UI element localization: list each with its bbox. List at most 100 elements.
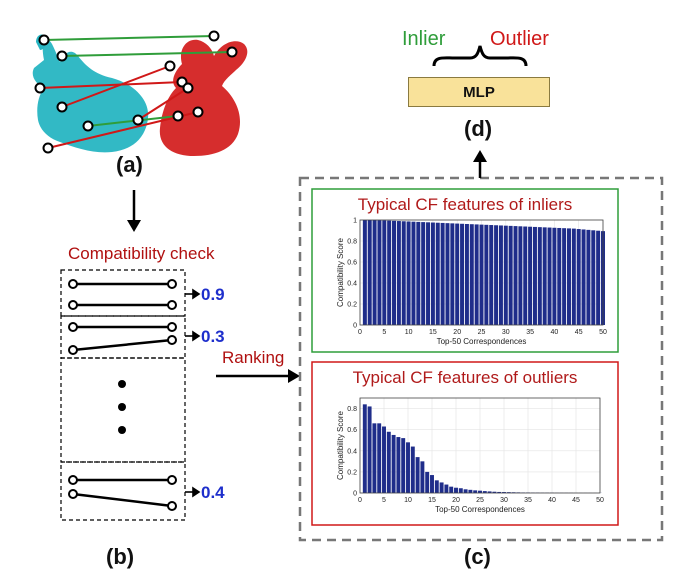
panel-b-label: (b) [106, 544, 135, 569]
x-tick-label: 25 [478, 329, 486, 336]
mlp-box: MLP [408, 77, 550, 107]
bar [449, 486, 454, 493]
keypoint [38, 34, 50, 46]
bar [537, 227, 542, 325]
x-tick-label: 35 [526, 329, 534, 336]
bar [508, 225, 513, 325]
bar [518, 226, 523, 325]
bar [562, 228, 567, 325]
pair-box-1 [60, 269, 186, 317]
pair-box-ellipsis [60, 357, 186, 463]
x-tick-label: 15 [428, 497, 436, 504]
bar [367, 220, 372, 325]
score-2: 0.3 [201, 327, 225, 346]
outlier-label: Outlier [490, 28, 549, 50]
x-axis-label: Top-50 Correspondences [437, 337, 527, 346]
panel-c-label: (c) [464, 544, 491, 569]
bar [523, 226, 528, 325]
x-tick-label: 0 [358, 497, 362, 504]
bar [542, 227, 547, 325]
bar [576, 229, 581, 325]
compatibility-check-title: Compatibility check [68, 244, 215, 263]
x-tick-label: 25 [476, 497, 484, 504]
y-tick-label: 0.8 [347, 239, 357, 246]
bar [450, 223, 455, 325]
red-correspondence-line [137, 87, 189, 121]
bar [586, 229, 591, 325]
bar [406, 442, 410, 493]
ranking-label: Ranking [222, 348, 285, 367]
x-tick-label: 0 [358, 329, 362, 336]
bar [406, 221, 411, 325]
x-tick-label: 40 [548, 497, 556, 504]
y-axis-label: Compatibility Score [336, 237, 345, 306]
y-tick-label: 0 [353, 323, 357, 330]
bar [468, 489, 473, 493]
y-tick-label: 0.4 [347, 281, 357, 288]
x-tick-label: 45 [575, 329, 583, 336]
pair-endpoints [68, 279, 177, 511]
panel-d-label: (d) [464, 116, 493, 141]
bar [494, 225, 499, 325]
bar [566, 228, 571, 325]
bar [382, 426, 386, 493]
bar [552, 227, 557, 325]
green-correspondence-line [61, 51, 233, 57]
y-tick-label: 0.2 [347, 469, 357, 476]
y-tick-label: 0.6 [347, 427, 357, 434]
bar [469, 224, 474, 325]
keypoint [56, 50, 68, 62]
bar [482, 491, 487, 493]
x-tick-label: 5 [382, 497, 386, 504]
bar [581, 229, 586, 325]
bar [513, 226, 518, 325]
bar [478, 490, 482, 493]
bar [401, 221, 406, 325]
red-correspondence-line [39, 81, 183, 89]
keypoint [132, 114, 144, 126]
bar [425, 471, 430, 493]
bar [445, 223, 450, 325]
keypoint [82, 120, 94, 132]
bar [421, 222, 426, 325]
bunny-cyan [32, 34, 149, 153]
pair-box-3 [60, 461, 186, 521]
bar [392, 220, 397, 325]
keypoint [172, 110, 184, 122]
bar [416, 221, 421, 325]
bar [571, 228, 576, 325]
arrow-c-to-d [473, 150, 487, 178]
y-tick-label: 0.2 [347, 302, 357, 309]
x-tick-label: 20 [452, 497, 460, 504]
bar [591, 230, 596, 325]
y-tick-label: 0.8 [347, 406, 357, 413]
bar [372, 423, 377, 493]
keypoint [42, 142, 54, 154]
score-1: 0.9 [201, 285, 225, 304]
keypoint [182, 82, 194, 94]
bar [474, 224, 479, 325]
bar [532, 226, 537, 325]
keypoints [34, 30, 238, 154]
y-tick-label: 1 [353, 218, 357, 225]
x-axis-label: Top-50 Correspondences [435, 505, 525, 514]
bar [382, 220, 387, 325]
bar [487, 491, 492, 493]
bar [464, 223, 469, 325]
bar [362, 404, 367, 493]
pair-box-2 [60, 315, 186, 359]
bar [454, 487, 458, 493]
bar [489, 225, 494, 325]
bar [484, 224, 489, 325]
x-tick-label: 45 [572, 497, 580, 504]
bar [497, 491, 502, 493]
keypoint [226, 46, 238, 58]
bar [411, 221, 416, 325]
bar [439, 482, 444, 493]
bar [434, 480, 439, 493]
plot-area-frame [359, 397, 601, 494]
y-tick-label: 0.6 [347, 260, 357, 267]
bar [415, 457, 420, 493]
bar [455, 223, 460, 325]
